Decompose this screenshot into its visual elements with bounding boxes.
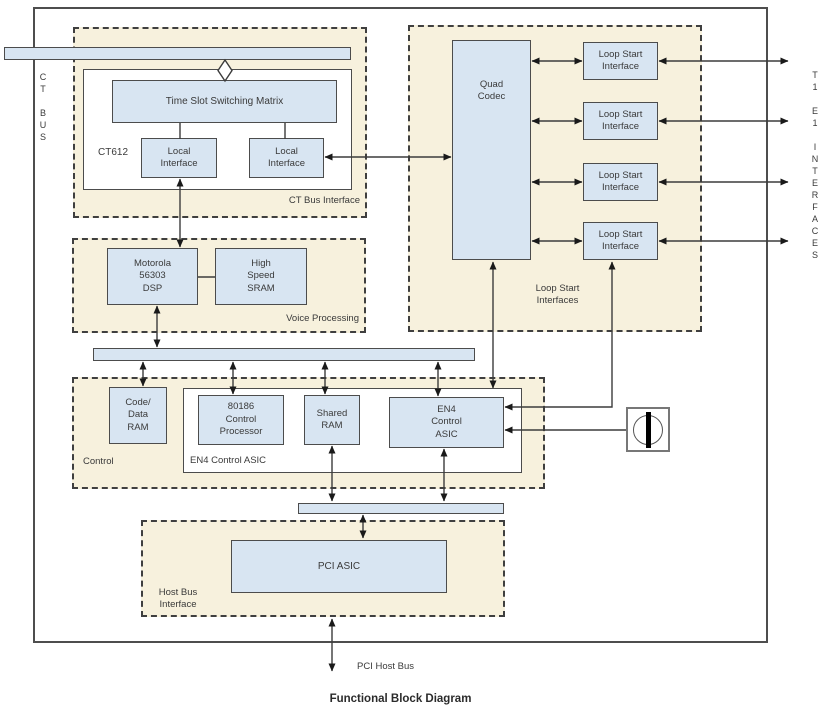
loop-start-interface-block-2: Loop Start Interface — [583, 102, 658, 140]
internal-bus-bar — [93, 348, 475, 361]
ct-bus-vertical-label: CT BUS — [38, 72, 48, 144]
host-bus-interface-region-label: Host Bus Interface — [158, 587, 198, 610]
ct-bus-interface-region-label: CT Bus Interface — [288, 195, 360, 206]
t1-e1-interfaces-vertical-label: T1 E1 INTERFACES — [810, 70, 820, 262]
control-region-label: Control — [83, 456, 114, 467]
local-interface-right-block: Local Interface — [249, 138, 324, 178]
pci-asic-block: PCI ASIC — [231, 540, 447, 593]
oscillator-crystal-bar — [645, 411, 651, 448]
en4-control-asic-block: EN4 Control ASIC — [389, 397, 504, 448]
loop-start-interface-block-4: Loop Start Interface — [583, 222, 658, 260]
code-data-ram-block: Code/ Data RAM — [109, 387, 167, 444]
time-slot-switching-matrix-block: Time Slot Switching Matrix — [112, 80, 337, 123]
oscillator-icon — [626, 407, 670, 452]
loop-start-interface-block-3: Loop Start Interface — [583, 163, 658, 201]
loop-start-interface-block-1: Loop Start Interface — [583, 42, 658, 80]
diagram-title: Functional Block Diagram — [329, 693, 472, 705]
ct-bus-bar — [4, 47, 351, 60]
quad-codec-block: Quad Codec — [452, 40, 531, 260]
voice-processing-region-label: Voice Processing — [286, 313, 359, 324]
shared-ram-block: Shared RAM — [304, 395, 360, 445]
en4-control-asic-group-label: EN4 Control ASIC — [190, 455, 267, 466]
80186-control-processor-block: 80186 Control Processor — [198, 395, 284, 445]
ct612-chip-label: CT612 — [98, 147, 129, 158]
loop-start-region-label: Loop Start Interfaces — [535, 283, 580, 306]
pci-host-bus-label: PCI Host Bus — [357, 661, 415, 672]
diagram-outer-border — [33, 7, 768, 643]
oscillator-circle — [633, 411, 663, 448]
motorola-dsp-block: Motorola 56303 DSP — [107, 248, 198, 305]
high-speed-sram-block: High Speed SRAM — [215, 248, 307, 305]
host-bus-bar — [298, 503, 504, 514]
local-interface-left-block: Local Interface — [141, 138, 217, 178]
